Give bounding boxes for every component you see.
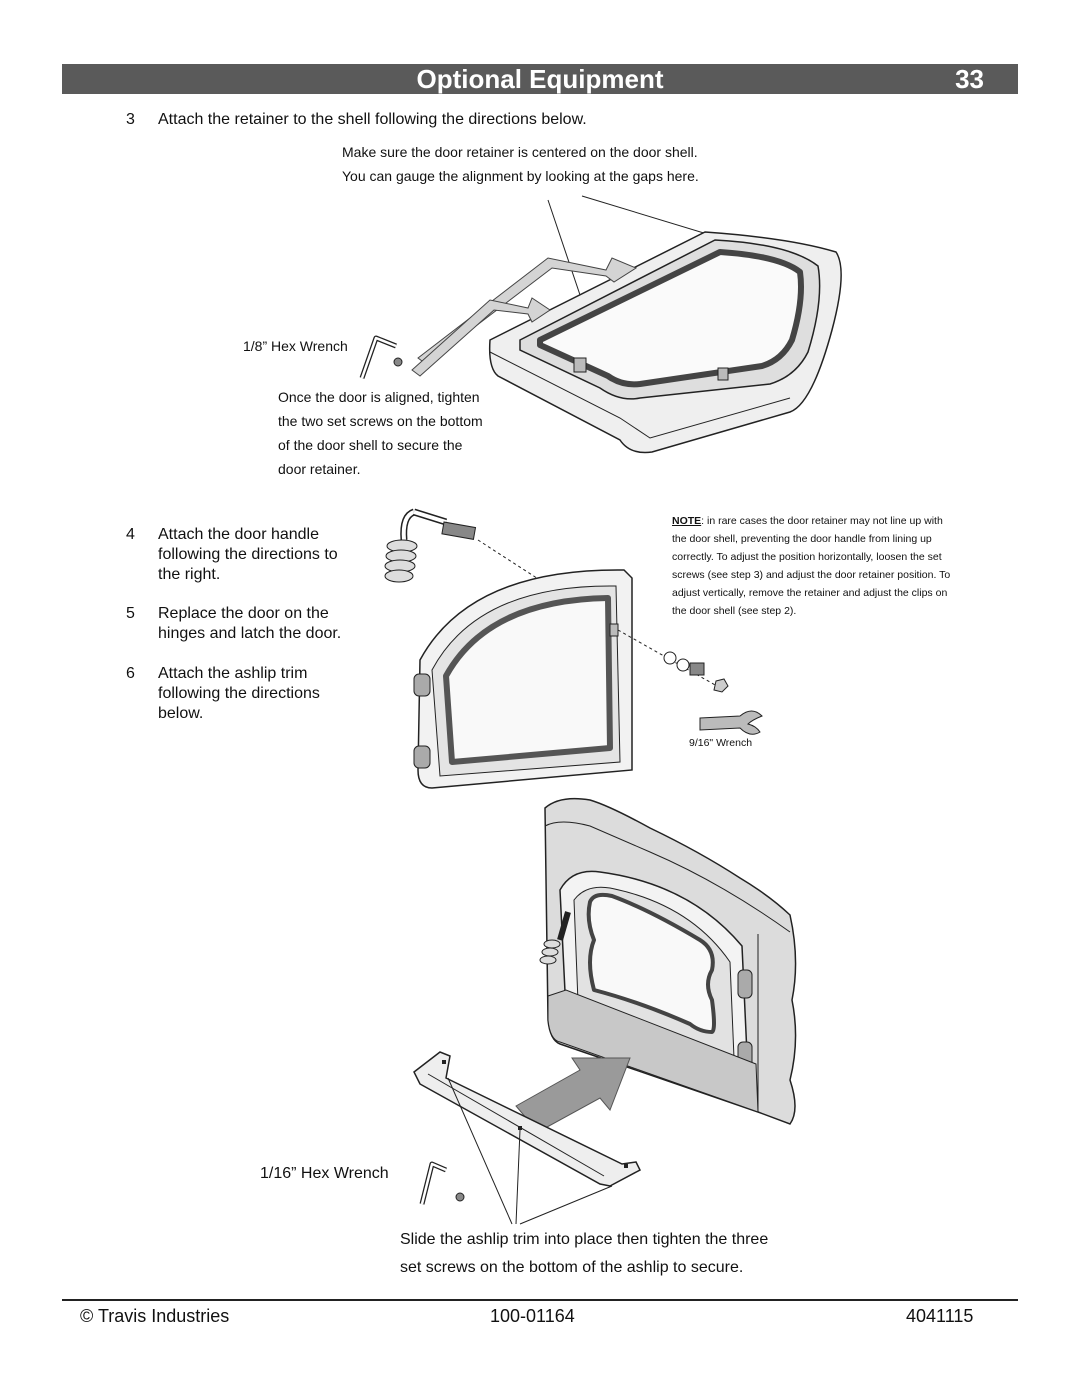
step-text-line: Attach the door handle bbox=[158, 526, 320, 543]
footer-code: 4041115 bbox=[906, 1306, 974, 1326]
note-line-1: NOTE: in rare cases the door retainer ma… bbox=[672, 512, 943, 530]
note-line-2: the door shell, preventing the door hand… bbox=[672, 533, 932, 545]
note-label: NOTE bbox=[672, 515, 702, 527]
tighten-line-1: Once the door is aligned, tighten bbox=[278, 389, 480, 405]
footer-company: © Travis Industries bbox=[80, 1306, 230, 1326]
step-6: 6 Attach the ashlip trim following the d… bbox=[126, 664, 386, 724]
step-text-line: Attach the ashlip trim bbox=[158, 665, 308, 682]
note-line-6: the door shell (see step 2). bbox=[672, 605, 797, 617]
hex-wrench-label-1: 1/8” Hex Wrench bbox=[243, 338, 348, 354]
page-number: 33 bbox=[955, 64, 984, 94]
ashlip-caption-line-1: Slide the ashlip trim into place then ti… bbox=[400, 1231, 769, 1248]
step-text-line: below. bbox=[158, 705, 204, 722]
tighten-line-2: the two set screws on the bottom bbox=[278, 413, 483, 429]
step-text: Attach the retainer to the shell followi… bbox=[158, 111, 587, 128]
note-line-3: correctly. To adjust the position horizo… bbox=[672, 551, 942, 563]
step-3: 3 Attach the retainer to the shell follo… bbox=[126, 110, 826, 130]
step-4: 4 Attach the door handle following the d… bbox=[126, 525, 386, 585]
note-text: : in rare cases the door retainer may no… bbox=[701, 515, 943, 527]
step-number: 5 bbox=[126, 605, 135, 622]
step-number: 4 bbox=[126, 526, 135, 543]
step-number: 3 bbox=[126, 111, 135, 128]
header-bar: Optional Equipment 33 bbox=[62, 64, 1018, 94]
tighten-line-4: door retainer. bbox=[278, 461, 361, 477]
step-text-line: Replace the door on the bbox=[158, 605, 329, 622]
page-title: Optional Equipment bbox=[416, 64, 664, 94]
hex-wrench-label-2: 1/16” Hex Wrench bbox=[260, 1165, 389, 1182]
step-text-line: following the directions bbox=[158, 685, 320, 702]
step-text-line: hinges and latch the door. bbox=[158, 625, 342, 642]
footer-rule bbox=[62, 1299, 1018, 1301]
callout-line-2: You can gauge the alignment by looking a… bbox=[342, 168, 699, 184]
step-text-line: following the directions to bbox=[158, 546, 338, 563]
footer-doc-number: 100-01164 bbox=[490, 1306, 575, 1326]
note-line-4: screws (see step 3) and adjust the door … bbox=[672, 569, 951, 581]
ashlip-caption-line-2: set screws on the bottom of the ashlip t… bbox=[400, 1259, 744, 1276]
handle-spring bbox=[384, 539, 418, 583]
step-5: 5 Replace the door on the hinges and lat… bbox=[126, 604, 386, 644]
step-text-line: the right. bbox=[158, 566, 221, 583]
step-number: 6 bbox=[126, 665, 135, 682]
callout-line-1: Make sure the door retainer is centered … bbox=[342, 144, 698, 160]
wrench-label: 9/16" Wrench bbox=[689, 737, 753, 749]
tighten-line-3: of the door shell to secure the bbox=[278, 437, 463, 453]
note-line-5: adjust vertically, remove the retainer a… bbox=[672, 587, 948, 599]
